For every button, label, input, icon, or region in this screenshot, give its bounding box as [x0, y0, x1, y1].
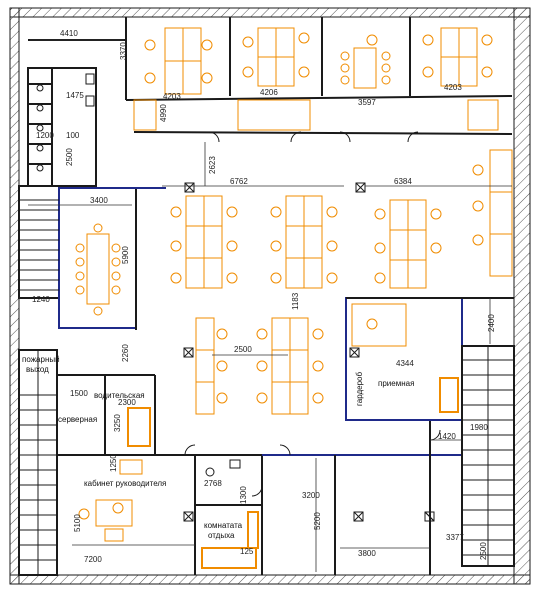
label-server-room: серверная [58, 415, 97, 424]
exterior-walls [9, 7, 531, 585]
room-labels: пожарный выход водительская серверная га… [22, 355, 414, 540]
label-wardrobe: гардероб [355, 372, 364, 406]
interior-walls [18, 17, 515, 576]
label-reception: приемная [378, 379, 414, 388]
label-fire-exit-1: пожарный [22, 355, 60, 364]
dim-4410: 4410 [60, 29, 78, 38]
dim-2500-a: 2500 [65, 148, 74, 166]
dim-3370: 3370 [119, 42, 128, 60]
dim-3597: 3597 [358, 98, 376, 107]
label-driver-room: водительская [94, 391, 145, 400]
dim-3800: 3800 [358, 549, 376, 558]
dim-125: 125 [240, 547, 254, 556]
dim-1250: 1250 [109, 454, 118, 472]
dim-6762: 6762 [230, 177, 248, 186]
dim-1300: 1300 [239, 486, 248, 504]
label-director-office: кабинет руководителя [84, 479, 166, 488]
dim-2260: 2260 [121, 344, 130, 362]
dim-5200: 5200 [313, 512, 322, 530]
label-rest-room-2: отдыха [208, 531, 235, 540]
dim-4203-b: 4203 [444, 83, 462, 92]
columns [183, 182, 435, 522]
dimension-lines [28, 39, 512, 572]
dim-1500: 1500 [70, 389, 88, 398]
dim-1420: 1420 [438, 432, 456, 441]
dim-4344: 4344 [396, 359, 414, 368]
dim-3200: 3200 [302, 491, 320, 500]
dim-4203-a: 4203 [163, 92, 181, 101]
dim-2300: 2300 [118, 398, 136, 407]
dim-1183: 1183 [291, 292, 300, 310]
label-rest-room-1: комнатата [204, 521, 243, 530]
dim-4206: 4206 [260, 88, 278, 97]
dim-2623: 2623 [208, 156, 217, 174]
toilet-fixtures [36, 73, 241, 477]
dim-1980: 1980 [470, 423, 488, 432]
stairs [19, 199, 514, 575]
dim-1240: 1240 [32, 295, 50, 304]
furniture [75, 27, 513, 569]
dim-6384: 6384 [394, 177, 412, 186]
dim-1475: 1475 [66, 91, 84, 100]
dim-5100: 5100 [73, 514, 82, 532]
label-fire-exit-2: выход [26, 365, 49, 374]
dimension-texts: 4410 3370 4203 4990 4206 3597 4203 1475 … [32, 29, 496, 564]
dim-5900: 5900 [121, 246, 130, 264]
dim-7200: 7200 [84, 555, 102, 564]
dim-2500-b: 2500 [234, 345, 252, 354]
dim-3377: 3377 [446, 533, 464, 542]
dim-2400: 2400 [487, 314, 496, 332]
doors [184, 131, 441, 497]
dim-4990: 4990 [159, 104, 168, 122]
dim-1200: 1200 [36, 131, 54, 140]
dim-100: 100 [66, 131, 80, 140]
dim-2768: 2768 [204, 479, 222, 488]
dim-3400: 3400 [90, 196, 108, 205]
dim-3250: 3250 [113, 414, 122, 432]
dim-2500-c: 2500 [479, 542, 488, 560]
